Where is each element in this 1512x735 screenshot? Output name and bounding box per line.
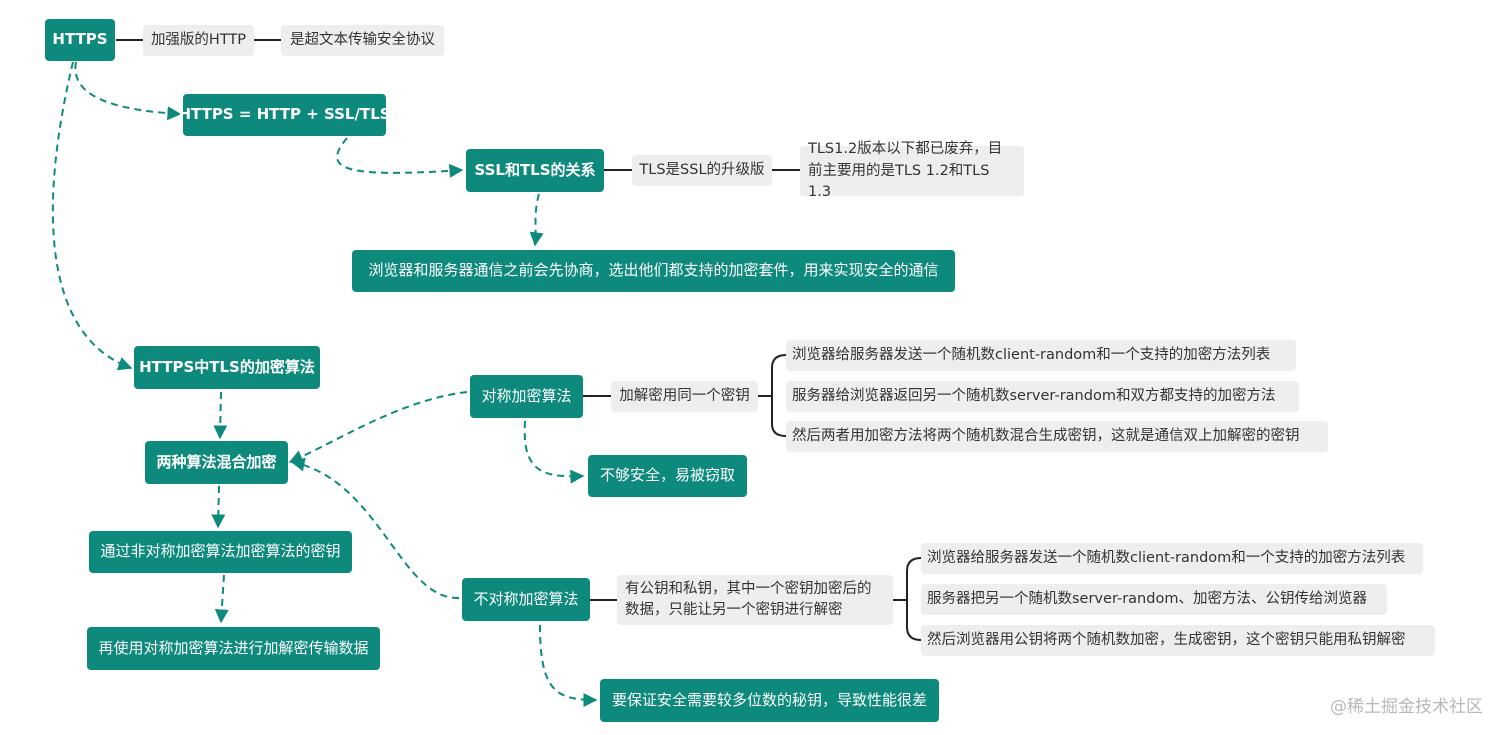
note-tls-upgrade: TLS是SSL的升级版 (632, 155, 772, 186)
note-asymmetric-desc: 有公钥和私钥，其中一个密钥加密后的数据，只能让另一个密钥进行解密 (617, 575, 893, 625)
arrow-asymmetric-hybrid (290, 457, 460, 600)
note-sym-step-3: 然后两者用加密方法将两个随机数混合生成密钥，这就是通信双上加解密的密钥 (786, 421, 1328, 452)
arrow-hybrid-via (211, 485, 226, 529)
node-ssl-tls-relation[interactable]: SSL和TLS的关系 (466, 149, 604, 192)
arrow-relation-negotiation (529, 193, 544, 247)
note-sym-step-1: 浏览器给服务器发送一个随机数client-random和一个支持的加密方法列表 (786, 340, 1296, 371)
arrow-https-algorithms (51, 61, 133, 371)
note-tls-versions: TLS1.2版本以下都已废弃，目前主要用的是TLS 1.2和TLS 1.3 (800, 141, 1024, 200)
arrow-algorithms-hybrid (213, 391, 228, 440)
node-asymmetric-weakness[interactable]: 要保证安全需要较多位数的秘钥，导致性能很差 (600, 679, 939, 722)
arrow-formula-relation (336, 137, 464, 178)
note-https-desc-1: 加强版的HTTP (143, 25, 254, 56)
note-asym-step-1: 浏览器给服务器发送一个随机数client-random和一个支持的加密方法列表 (921, 543, 1423, 574)
note-symmetric-desc: 加解密用同一个密钥 (611, 381, 758, 412)
bracket-asymmetric (906, 557, 922, 641)
node-tls-algorithms[interactable]: HTTPS中TLS的加密算法 (134, 346, 320, 389)
note-asym-step-3: 然后浏览器用公钥将两个随机数加密，生成密钥，这个密钥只能用私钥解密 (921, 625, 1435, 656)
arrow-via-then (214, 574, 229, 624)
node-https-formula[interactable]: HTTPS = HTTP + SSL/TLS (178, 94, 391, 136)
watermark: @稀土掘金技术社区 (1330, 697, 1483, 717)
arrow-symmetric-weakness (523, 420, 585, 484)
note-https-desc-2: 是超文本传输安全协议 (281, 25, 444, 56)
note-sym-step-2: 服务器给浏览器返回另一个随机数server-random和双方都支持的加密方法 (786, 381, 1299, 412)
node-via-asymmetric[interactable]: 通过非对称加密算法加密算法的密钥 (89, 531, 352, 573)
node-negotiation[interactable]: 浏览器和服务器通信之前会先协商，选出他们都支持的加密套件，用来实现安全的通信 (352, 250, 955, 292)
node-hybrid-encryption[interactable]: 两种算法混合加密 (145, 441, 288, 484)
bracket-symmetric (771, 354, 787, 437)
node-https[interactable]: HTTPS (45, 19, 115, 61)
node-then-symmetric[interactable]: 再使用对称加密算法进行加解密传输数据 (87, 627, 380, 670)
arrow-https-formula (74, 61, 182, 121)
note-asym-step-2: 服务器把另一个随机数server-random、加密方法、公钥传给浏览器 (921, 584, 1387, 615)
arrow-asymmetric-weakness (539, 624, 598, 707)
node-symmetric-weakness[interactable]: 不够安全，易被窃取 (588, 455, 747, 497)
node-symmetric[interactable]: 对称加密算法 (470, 375, 583, 418)
arrow-symmetric-hybrid (288, 391, 468, 464)
node-asymmetric[interactable]: 不对称加密算法 (462, 578, 590, 621)
